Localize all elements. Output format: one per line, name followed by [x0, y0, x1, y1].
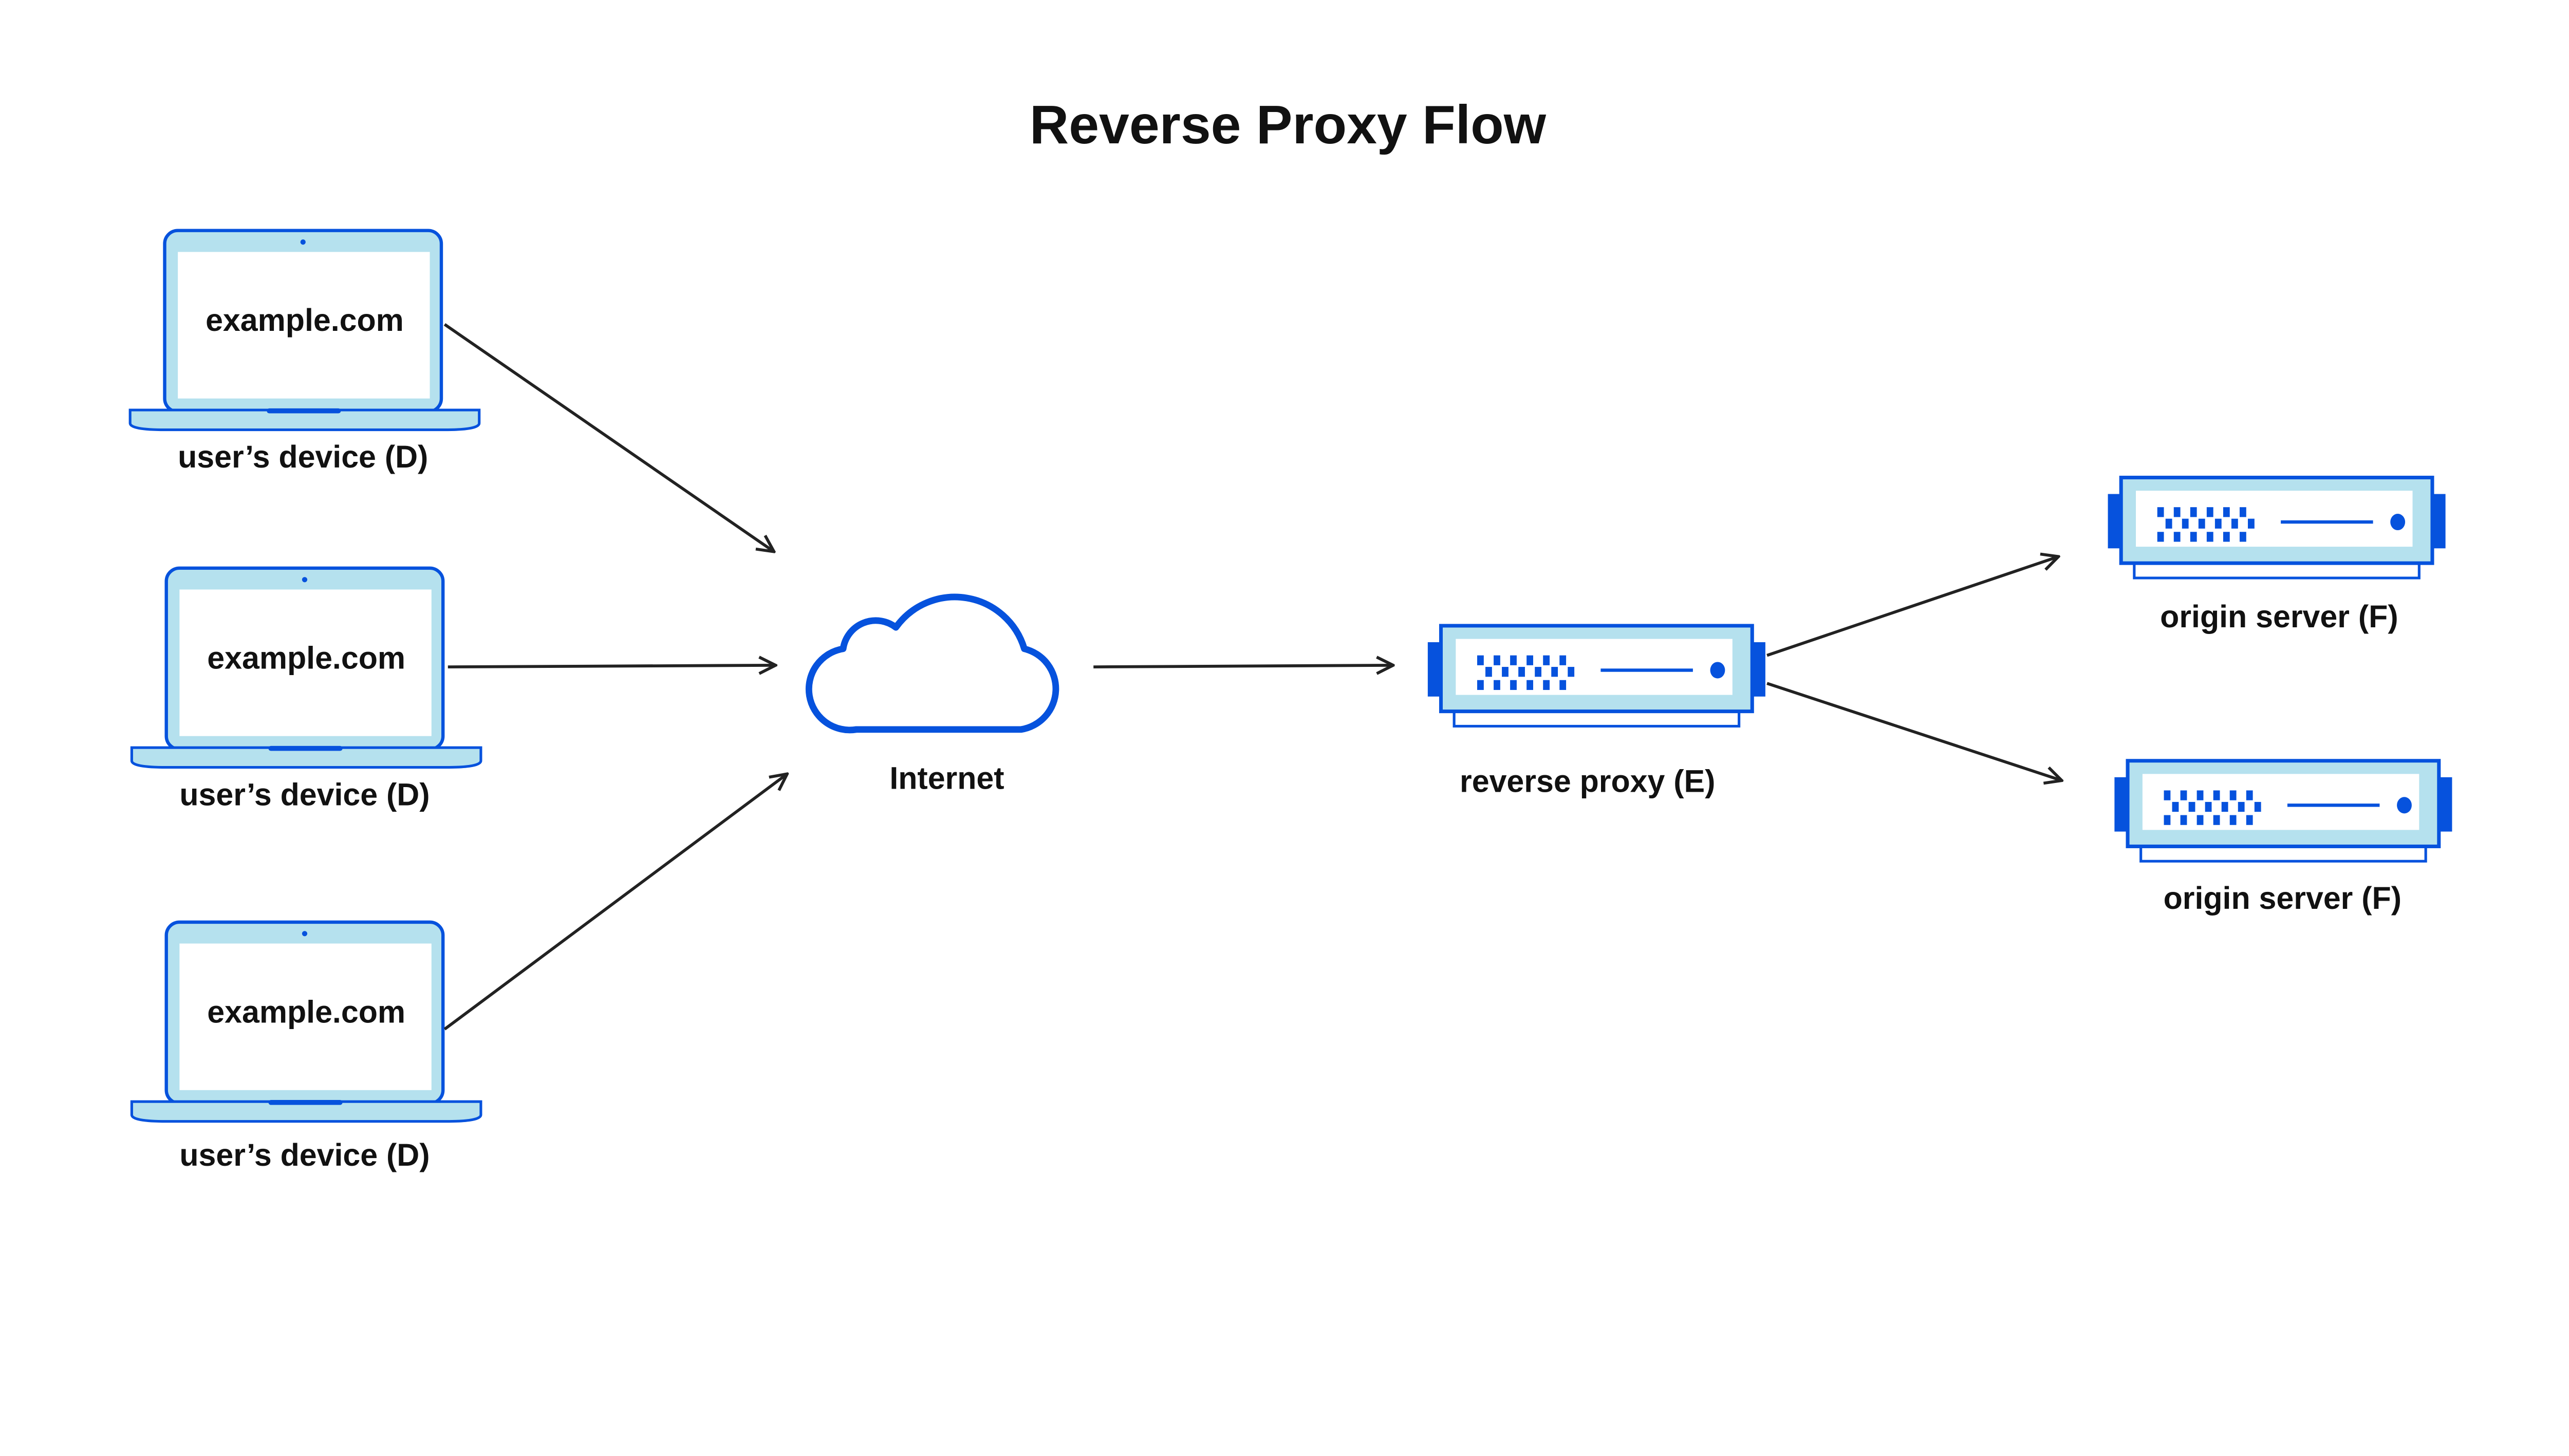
arrow-device2-to-internet — [448, 665, 776, 667]
origin-label: origin server (F) — [2160, 599, 2398, 634]
screen-text: example.com — [206, 303, 404, 338]
proxy-label: reverse proxy (E) — [1460, 764, 1715, 799]
user-device-2: example.com user’s device (D) — [132, 568, 480, 812]
device-label: user’s device (D) — [179, 777, 430, 812]
cloud-icon — [805, 593, 1059, 734]
user-device-1: example.com user’s device (D) — [130, 231, 479, 474]
origin-server-1: origin server (F) — [2108, 477, 2446, 634]
server-icon — [1428, 626, 1765, 726]
arrow-device3-to-internet — [443, 774, 787, 1031]
arrow-internet-to-proxy — [1093, 665, 1393, 667]
internet-label: Internet — [889, 760, 1004, 795]
arrow-device1-to-internet — [443, 323, 774, 551]
device-label: user’s device (D) — [178, 439, 428, 474]
server-icon — [2108, 477, 2446, 578]
internet: Internet — [805, 593, 1059, 795]
diagram-title: Reverse Proxy Flow — [1030, 95, 1547, 155]
screen-text: example.com — [207, 640, 405, 675]
server-icon — [2114, 761, 2452, 862]
screen-text: example.com — [207, 994, 405, 1029]
device-label: user’s device (D) — [179, 1137, 430, 1172]
origin-server-2: origin server (F) — [2114, 761, 2452, 916]
arrow-proxy-to-origin1 — [1766, 556, 2058, 657]
reverse-proxy: reverse proxy (E) — [1428, 626, 1765, 799]
diagram: Reverse Proxy Flow example.com user’s de… — [0, 95, 2569, 1172]
user-device-3: example.com user’s device (D) — [132, 922, 480, 1172]
origin-label: origin server (F) — [2164, 881, 2402, 916]
arrow-proxy-to-origin2 — [1766, 682, 2062, 780]
